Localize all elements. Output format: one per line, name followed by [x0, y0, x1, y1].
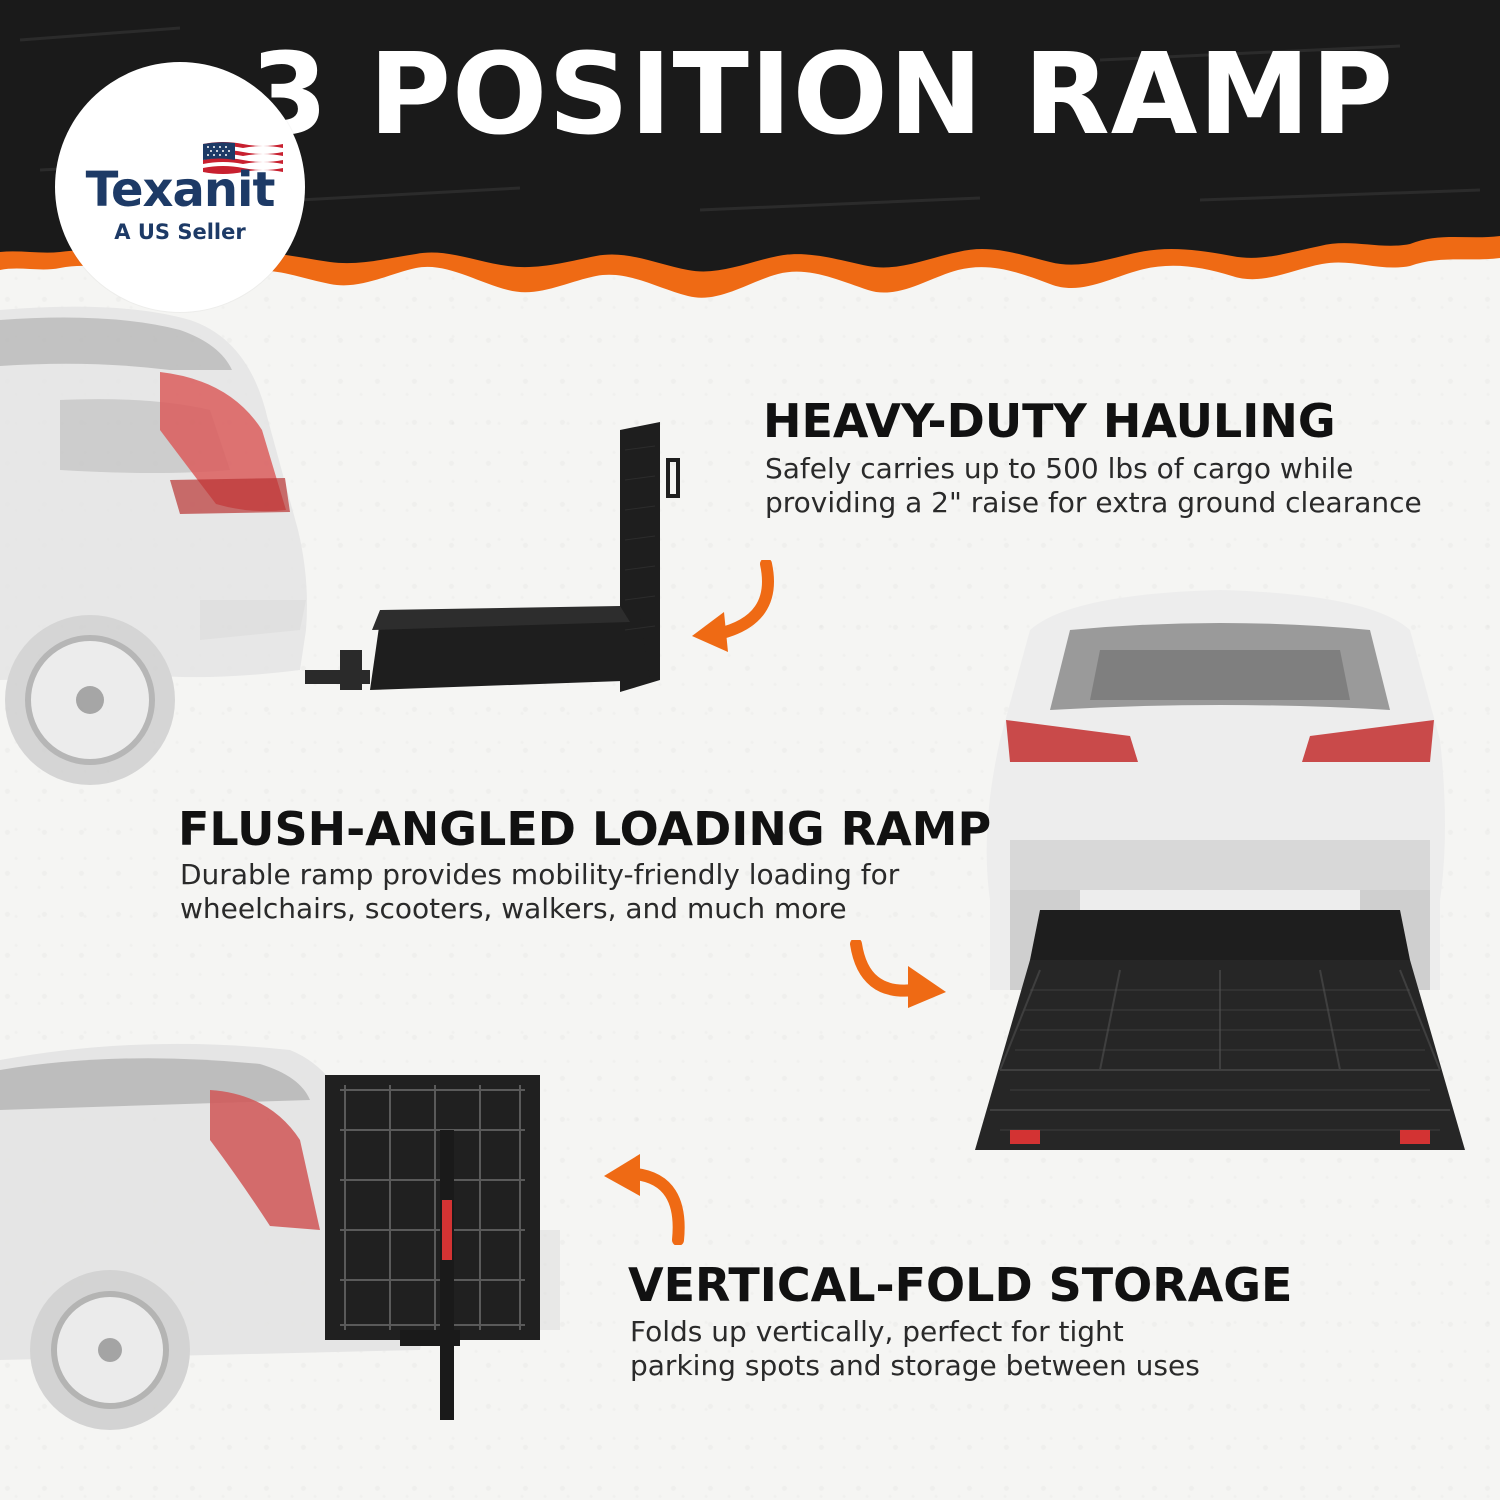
feature-desc-heavy-duty-hauling: Safely carries up to 500 lbs of cargo wh… [765, 452, 1422, 520]
photo-suv-with-folded-carrier [0, 1043, 560, 1430]
feature-desc-flush-angled-loading-ramp: Durable ramp provides mobility-friendly … [180, 858, 899, 926]
page-headline: 3 POSITION RAMP [250, 30, 1395, 160]
feature-desc-line: Folds up vertically, perfect for tight [630, 1315, 1124, 1348]
curved-arrow-icon [692, 560, 774, 652]
feature-title-vertical-fold-storage: VERTICAL-FOLD STORAGE [628, 1258, 1293, 1312]
vertical-folded-carrier [325, 1075, 540, 1420]
feature-desc-line: Durable ramp provides mobility-friendly … [180, 858, 900, 891]
us-flag-icon [203, 142, 283, 174]
feature-title-flush-angled-loading-ramp: FLUSH-ANGLED LOADING RAMP [178, 802, 992, 856]
brand-logo: Texanit A US Seller [55, 62, 305, 312]
feature-desc-line: parking spots and storage between uses [630, 1349, 1200, 1382]
brand-name: Texanit [85, 162, 276, 218]
header-banner [0, 0, 1500, 298]
flat-loading-ramp [975, 910, 1465, 1150]
feature-desc-line: providing a 2" raise for extra ground cl… [765, 486, 1422, 519]
header-texture-streaks [19, 26, 1481, 212]
header-black-band [0, 0, 1500, 272]
curved-arrow-icon [850, 940, 946, 1008]
feature-desc-line: wheelchairs, scooters, walkers, and much… [180, 892, 847, 925]
suv-rear-side [0, 306, 307, 785]
photo-suv-with-raised-carrier [0, 306, 680, 785]
feature-desc-vertical-fold-storage: Folds up vertically, perfect for tight p… [630, 1315, 1200, 1383]
photo-suv-with-loading-ramp [975, 590, 1465, 1150]
curved-arrow-icon [604, 1154, 685, 1245]
feature-desc-line: Safely carries up to 500 lbs of cargo wh… [765, 452, 1354, 485]
folded-carrier [305, 422, 680, 692]
feature-title-heavy-duty-hauling: HEAVY-DUTY HAULING [763, 394, 1336, 448]
brand-tagline: A US Seller [114, 220, 246, 244]
